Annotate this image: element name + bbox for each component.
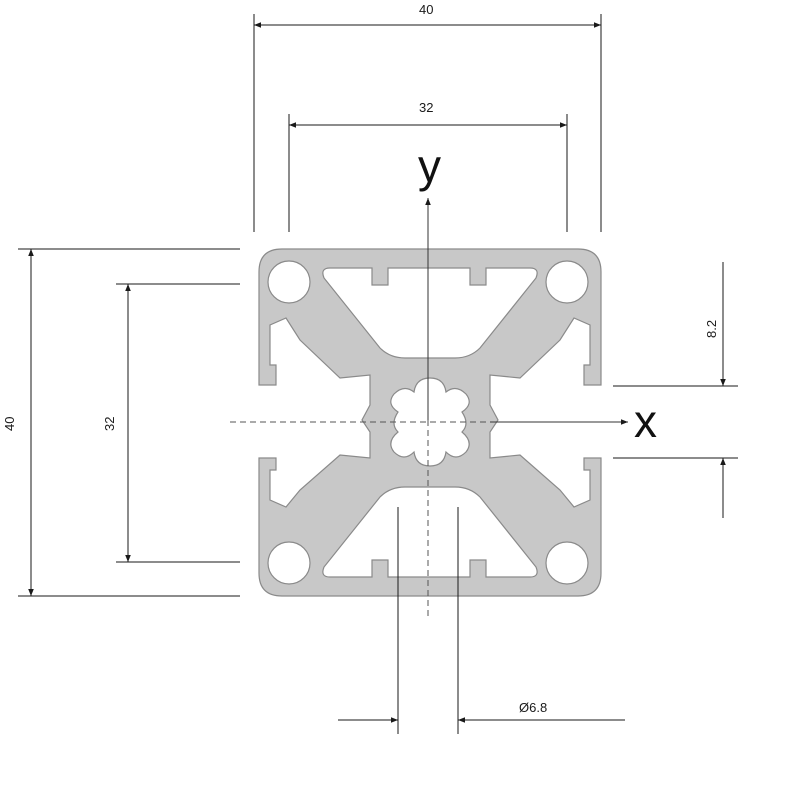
x-axis-label: x xyxy=(634,395,657,447)
bore-dim-text: Ø6.8 xyxy=(519,700,547,715)
left-inner-dim-text: 32 xyxy=(102,417,117,431)
bore-hole-bottom-left xyxy=(267,541,311,585)
bottom-dimensions: Ø6.8 xyxy=(338,507,625,734)
top-outer-dim-text: 40 xyxy=(419,2,433,17)
top-dimensions: 40 32 xyxy=(253,2,602,232)
bore-hole-top-right xyxy=(545,260,589,304)
y-axis-label: y xyxy=(418,140,441,192)
bore-hole-top-left xyxy=(267,260,311,304)
left-outer-dim-text: 40 xyxy=(2,417,17,431)
bore-hole-bottom-right xyxy=(545,541,589,585)
axes: x y xyxy=(230,140,657,620)
slot-dim-text: 8.2 xyxy=(704,320,719,338)
top-inner-dim-text: 32 xyxy=(419,100,433,115)
left-dimensions: 40 32 xyxy=(2,248,240,597)
right-dimensions: 8.2 xyxy=(613,262,738,518)
